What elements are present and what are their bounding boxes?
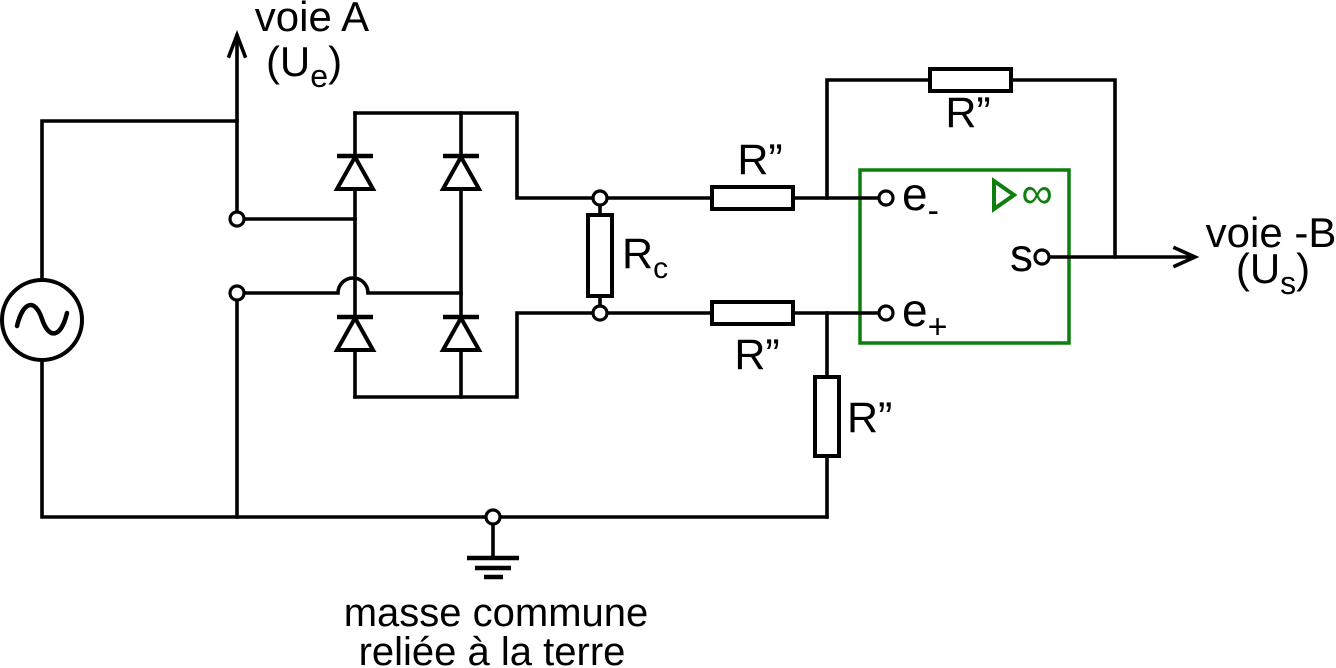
channel-b-label: voie -B [1206, 209, 1336, 256]
resistor-load-label: Rc [622, 230, 668, 285]
e-minus-main: e [902, 168, 928, 220]
rc-sub: c [653, 252, 668, 285]
sine-wave-icon [14, 303, 70, 336]
ground-caption-line2: reliée à la terre [359, 630, 626, 668]
channel-a-arrow-icon [226, 29, 248, 59]
node-channel-a [228, 210, 246, 228]
wire-bridge-bottom-output [353, 311, 602, 399]
earth-ground-icon [467, 555, 519, 580]
gain-triangle-icon [992, 177, 1018, 213]
resistor-ground-leg-body [813, 375, 841, 458]
terminal-e-minus [877, 189, 895, 207]
ground-caption-line1: masse commune [344, 591, 649, 635]
terminal-e-plus [877, 304, 895, 322]
wires [40, 34, 1195, 560]
resistor-inverting-input-label: R” [737, 136, 782, 184]
diode-bridge [333, 152, 483, 352]
wire-feedback-right [1009, 78, 1117, 259]
diode-icon-upper-left [333, 152, 377, 191]
channel-a-voltage-label: (Ue) [266, 38, 342, 94]
e-plus-sub: + [928, 308, 948, 346]
node-ground [484, 508, 502, 526]
wire-input-lower-with-hop [235, 276, 463, 295]
e-minus-sub: - [928, 192, 939, 230]
resistor-ground-leg-label: R” [847, 394, 892, 442]
e-plus-main: e [902, 284, 928, 336]
resistor-inverting-input-body [710, 185, 795, 211]
resistor-load-body [586, 213, 614, 298]
ac-source-icon [0, 278, 84, 362]
wire-ground-rail [40, 358, 829, 519]
us-open: (U [1236, 245, 1280, 292]
rc-main: R [622, 230, 653, 278]
wire-bridge-top-output [353, 111, 602, 200]
node-source-lower [228, 284, 246, 302]
output-arrow-icon [1172, 245, 1200, 269]
wire-feedback-left [825, 78, 932, 200]
resistor-feedback-body [928, 67, 1013, 93]
resistor-feedback-label: R” [945, 89, 990, 137]
resistor-noninverting-input-label: R” [734, 331, 779, 379]
diode-icon-lower-left [333, 313, 377, 352]
e-minus-label: e- [902, 168, 939, 230]
ue-sub: e [310, 58, 328, 94]
channel-b-voltage-label: (Us) [1236, 245, 1310, 301]
resistor-noninverting-input-body [710, 300, 795, 326]
diode-icon-lower-right [439, 313, 483, 352]
terminal-s [1033, 248, 1051, 266]
node-load-bottom [591, 304, 609, 322]
diode-icon-upper-right [439, 152, 483, 191]
wire-source-top [40, 119, 239, 282]
node-load-top [591, 189, 609, 207]
s-output-label: s [1010, 229, 1033, 281]
ue-open: (U [266, 38, 310, 85]
gain-infinity-label: ∞ [1021, 169, 1052, 218]
us-sub: s [1280, 265, 1296, 301]
us-close: ) [1296, 245, 1310, 292]
e-plus-label: e+ [902, 284, 947, 346]
channel-a-label: voie A [255, 0, 369, 40]
ue-close: ) [328, 38, 342, 85]
